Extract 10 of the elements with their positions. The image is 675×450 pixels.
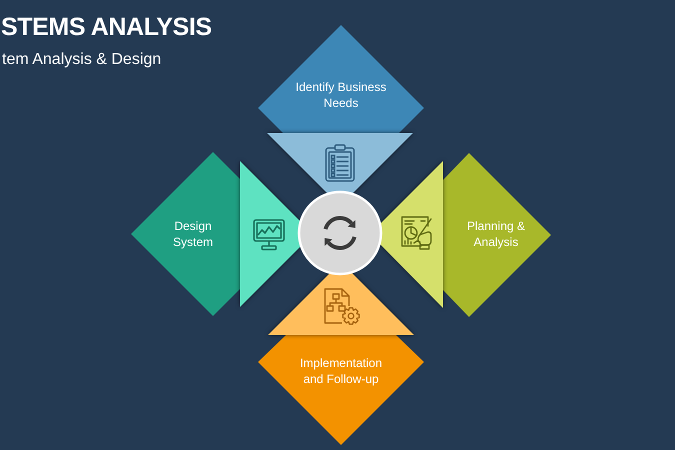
step-label: Identify Business Needs — [294, 78, 388, 112]
step-label: Planning & Analysis — [466, 218, 526, 250]
step-diamond — [258, 335, 424, 445]
step-diamond — [258, 25, 424, 133]
title: STEMS ANALYSIS — [1, 12, 212, 42]
step-diamond — [131, 152, 240, 316]
subtitle: tem Analysis & Design — [2, 50, 162, 70]
step-label: Design System — [172, 218, 214, 250]
step-label: Implementation and Follow-up — [298, 354, 384, 388]
step-diamond — [443, 153, 551, 317]
